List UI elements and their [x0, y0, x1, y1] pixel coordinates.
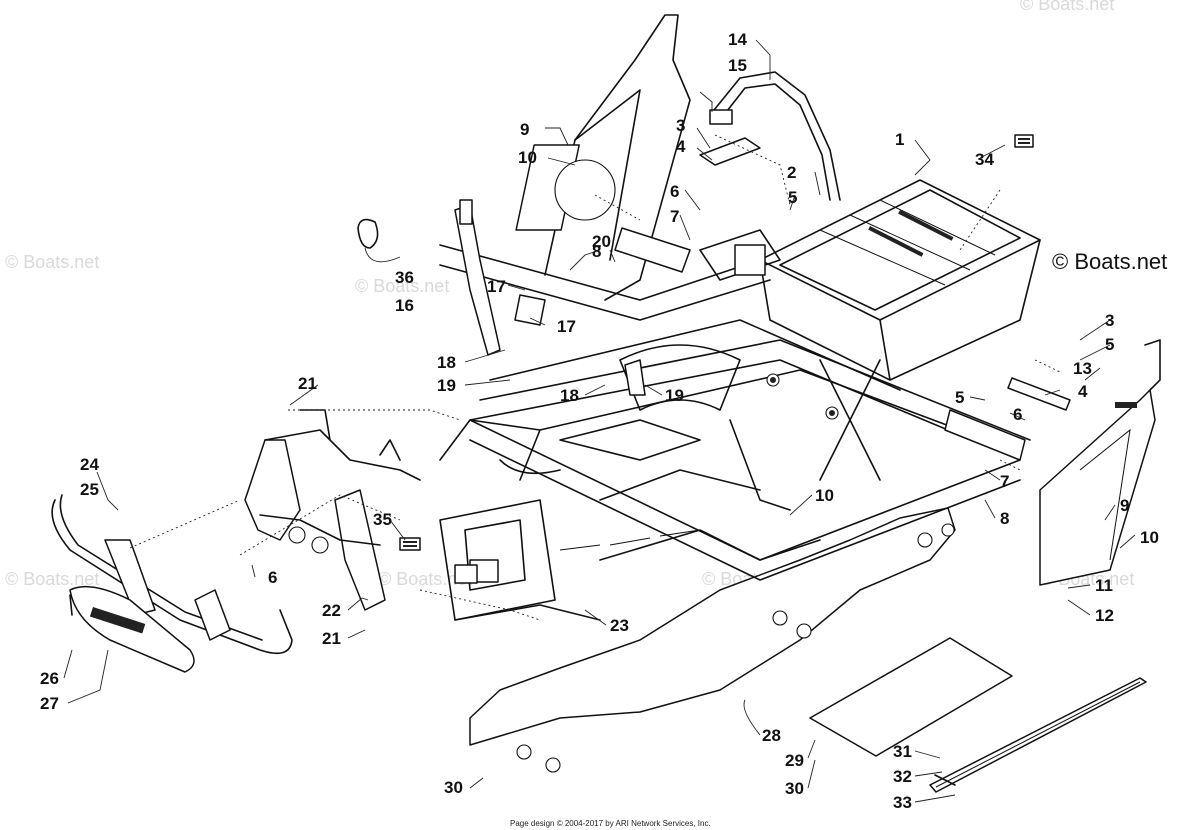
callout-10: 10 [1140, 528, 1159, 547]
callout-labels: 1 2 3 4 5 6 7 8 9 10 14 15 16 17 17 18 1… [40, 30, 1159, 812]
callout-25: 25 [80, 480, 99, 499]
callout-19: 19 [665, 386, 684, 405]
callout-15: 15 [728, 56, 747, 75]
rops-rear-hoop [709, 71, 841, 201]
callout-32: 32 [893, 767, 912, 786]
callout-4: 4 [1078, 382, 1088, 401]
brand-mark: © Boats.net [1052, 249, 1167, 274]
watermarks: © Boats.net © Boats.net © Boats.net © Bo… [5, 0, 1134, 589]
callout-3: 3 [676, 116, 685, 135]
watermark-text: © Boats.net [5, 569, 99, 589]
footer-copyright: Page design © 2004-2017 by ARI Network S… [510, 819, 711, 828]
dashed-guides [129, 134, 1061, 621]
front-bumper-bracket [244, 409, 421, 611]
callout-36: 36 [395, 268, 414, 287]
callout-27: 27 [40, 694, 59, 713]
callout-20: 20 [592, 232, 611, 251]
skid-plate-large [469, 507, 956, 773]
callout-7: 7 [670, 207, 679, 226]
callout-6: 6 [268, 568, 277, 587]
main-frame [439, 179, 1041, 621]
callout-18: 18 [437, 353, 456, 372]
callout-9: 9 [1120, 496, 1129, 515]
callout-24: 24 [80, 455, 99, 474]
callout-13: 13 [1073, 359, 1092, 378]
callout-11: 11 [1095, 576, 1113, 595]
callout-19: 19 [437, 376, 456, 395]
callout-21: 21 [322, 629, 341, 648]
front-bumper [51, 494, 293, 655]
callout-8: 8 [1000, 509, 1009, 528]
skid-plate-rear [809, 637, 1013, 757]
leader-lines [63, 39, 1136, 803]
rops-left-upright [515, 14, 691, 301]
front-skid-guard [69, 585, 195, 673]
callout-5: 5 [788, 188, 797, 207]
callout-26: 26 [40, 669, 59, 688]
callout-30: 30 [785, 779, 804, 798]
callout-34: 34 [975, 150, 994, 169]
callout-7: 7 [1000, 472, 1009, 491]
callout-5: 5 [1105, 335, 1114, 354]
watermark-text: © Boats.net [5, 252, 99, 272]
callout-30: 30 [444, 778, 463, 797]
callout-6: 6 [670, 182, 679, 201]
watermark-text: © Boats.net [1020, 0, 1114, 14]
callout-10: 10 [815, 486, 834, 505]
callout-17: 17 [557, 317, 576, 336]
callout-35: 35 [373, 510, 392, 529]
rocker-guard-strip [929, 677, 1147, 793]
callout-10: 10 [518, 148, 537, 167]
callout-22: 22 [322, 601, 341, 620]
callout-33: 33 [893, 793, 912, 812]
callout-14: 14 [728, 30, 747, 49]
callout-12: 12 [1095, 606, 1114, 625]
callout-21: 21 [298, 374, 317, 393]
small-parts [357, 134, 1071, 786]
callout-3: 3 [1105, 311, 1114, 330]
callout-17: 17 [487, 277, 506, 296]
callout-31: 31 [893, 742, 912, 761]
callout-4: 4 [676, 137, 686, 156]
callout-29: 29 [785, 751, 804, 770]
callout-9: 9 [520, 120, 529, 139]
callout-23: 23 [610, 616, 629, 635]
callout-18: 18 [560, 386, 579, 405]
watermark-text: © Boats.net [355, 276, 449, 296]
callout-1: 1 [895, 130, 904, 149]
callout-5: 5 [955, 388, 964, 407]
callout-28: 28 [762, 726, 781, 745]
callout-6: 6 [1013, 405, 1022, 424]
callout-8: 8 [592, 242, 601, 261]
a-pillar-left [454, 199, 501, 356]
side-panel-right [1039, 339, 1161, 586]
callout-16: 16 [395, 296, 414, 315]
callout-2: 2 [787, 163, 796, 182]
